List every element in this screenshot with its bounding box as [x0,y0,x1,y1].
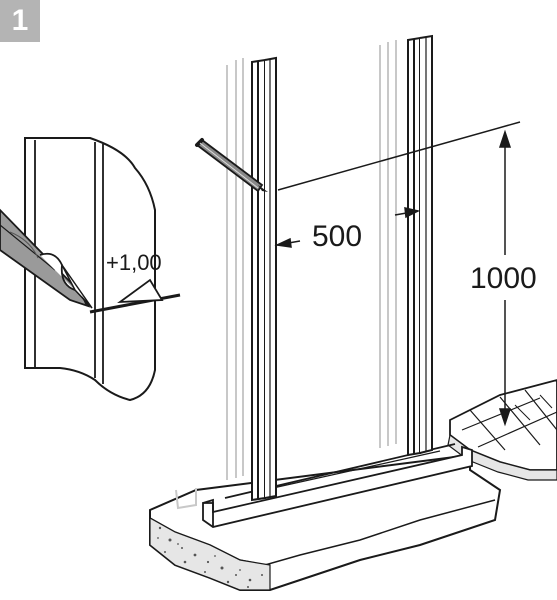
floor-slab [149,453,502,591]
step-number-badge: 1 [0,0,40,42]
width-dimension [274,207,421,248]
detail-inset [24,137,181,402]
left-stud [251,56,277,502]
height-dimension-label: 1000 [470,262,537,295]
pencil-icon [0,208,93,309]
right-stud [407,34,433,457]
marker-pen-icon [195,138,268,193]
rear-frame [175,40,397,510]
height-dimension [277,121,521,427]
width-dimension-label: 500 [312,220,362,253]
level-mark-label: +1,00 [106,250,162,275]
concrete-texture [157,526,263,588]
